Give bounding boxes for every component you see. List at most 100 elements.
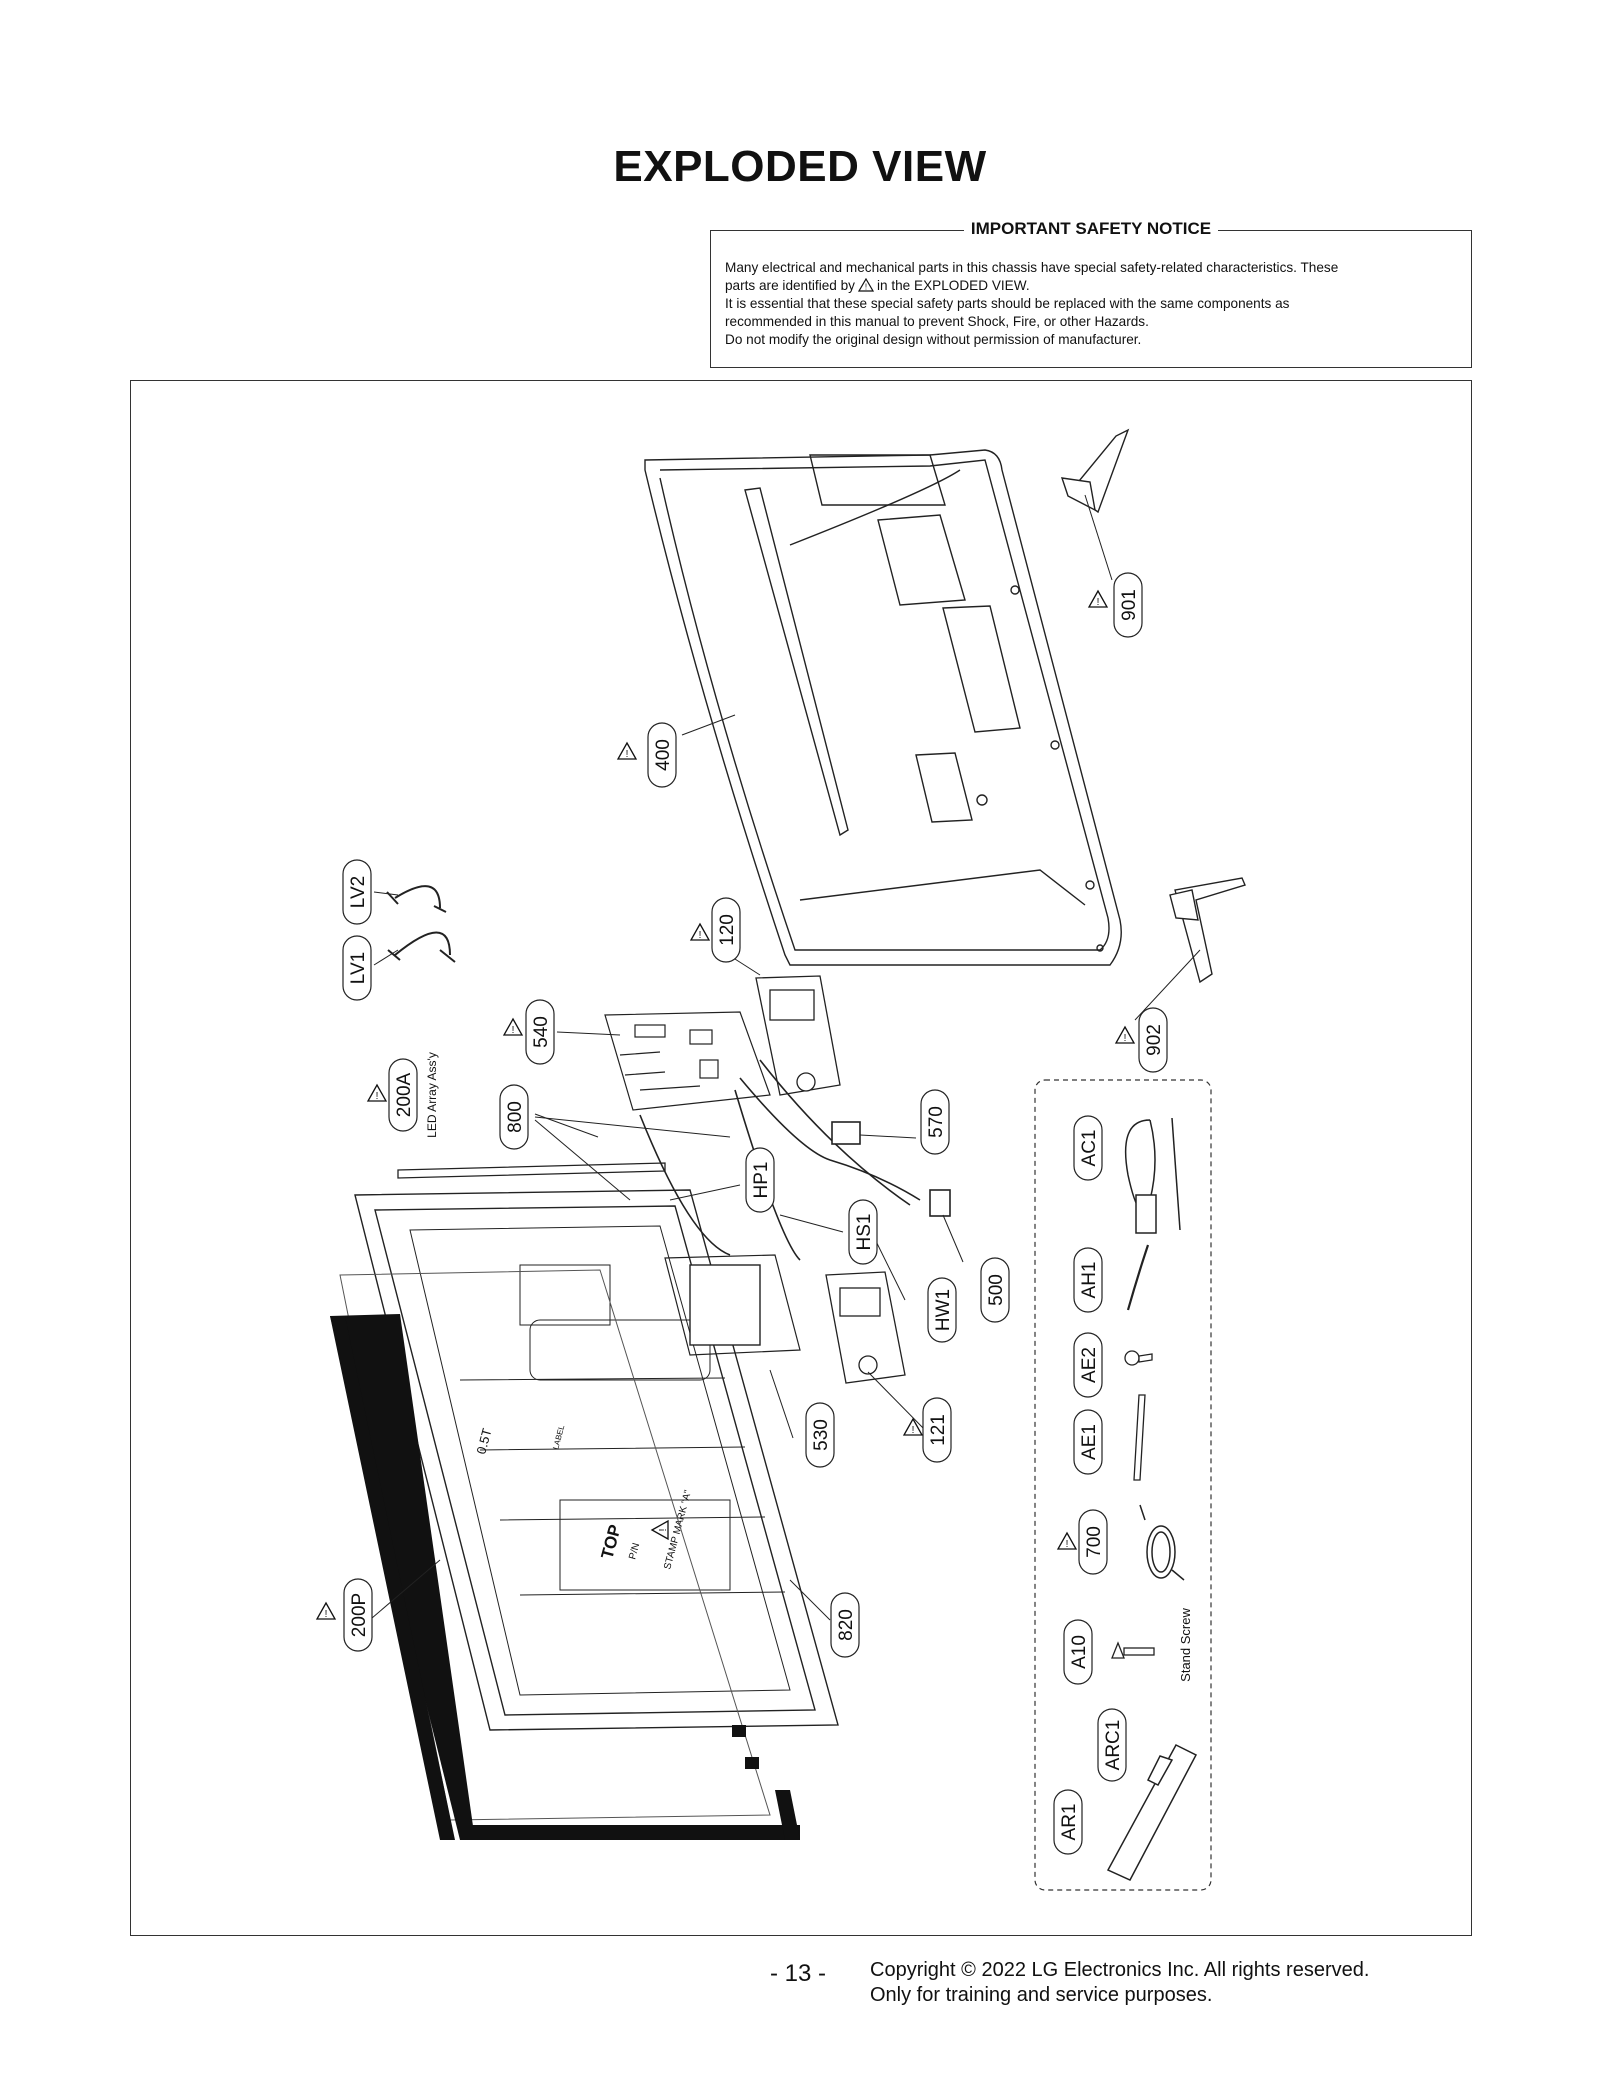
callout-AC1: AC1 — [1073, 1115, 1103, 1181]
warning-triangle-icon — [316, 590, 1135, 1621]
callout-HW1: HW1 — [927, 1277, 957, 1343]
safety-notice-text: Many electrical and mechanical parts in … — [725, 259, 1457, 349]
notice-line: It is essential that these special safet… — [725, 296, 1290, 311]
notice-line-part: in the EXPLODED VIEW. — [876, 278, 1030, 293]
callout-200A: 200A — [388, 1058, 418, 1132]
callout-902: 902 — [1138, 1007, 1168, 1073]
svg-text:121: 121 — [928, 1414, 949, 1446]
callout-AR1: AR1 — [1053, 1789, 1083, 1855]
callout-400: 400 — [647, 722, 677, 788]
callout-AE2: AE2 — [1073, 1332, 1103, 1398]
callout-700: 700 — [1078, 1509, 1108, 1575]
cable-holder-ah1 — [1126, 1244, 1150, 1311]
svg-text:AC1: AC1 — [1079, 1130, 1100, 1167]
notice-line: parts are identified by! in the EXPLODED … — [725, 277, 1457, 295]
callout-901: 901 — [1113, 572, 1143, 638]
copyright-line: Only for training and service purposes. — [870, 1984, 1213, 2006]
remote-control-ar1 — [1106, 1744, 1198, 1881]
cable-lv1 — [387, 931, 456, 963]
svg-text:A10: A10 — [1069, 1635, 1090, 1669]
callout-800: 800 — [499, 1084, 529, 1150]
copyright-line: Copyright © 2022 LG Electronics Inc. All… — [870, 1959, 1370, 1981]
svg-text:!: ! — [865, 283, 867, 292]
callout-ARC1: ARC1 — [1097, 1708, 1127, 1782]
silkscreen-thickness: 0.5T — [473, 1427, 494, 1456]
svg-text:LV1: LV1 — [348, 952, 369, 984]
callout-HS1: HS1 — [848, 1199, 878, 1265]
svg-text:HW1: HW1 — [933, 1289, 954, 1331]
callout-HP1: HP1 — [745, 1147, 775, 1213]
silkscreen-pn: P/N — [627, 1542, 642, 1561]
svg-text:AE2: AE2 — [1079, 1347, 1100, 1383]
callout-200P: 200P — [343, 1578, 373, 1652]
silkscreen-top: TOP — [598, 1523, 625, 1561]
svg-text:200P: 200P — [349, 1593, 370, 1637]
callout-LV2: LV2 — [342, 859, 372, 925]
speaker-120 — [755, 975, 841, 1096]
svg-text:HS1: HS1 — [854, 1214, 875, 1251]
callout-LV1: LV1 — [342, 935, 372, 1001]
silkscreen-label: LABEL — [551, 1424, 566, 1451]
svg-text:902: 902 — [1144, 1024, 1165, 1056]
back-cover — [644, 449, 1122, 966]
svg-text:500: 500 — [986, 1274, 1007, 1306]
svg-text:AR1: AR1 — [1059, 1804, 1080, 1841]
callout-820: 820 — [830, 1592, 860, 1658]
callout-530: 530 — [805, 1402, 835, 1468]
svg-text:Stand Screw: Stand Screw — [1178, 1608, 1193, 1682]
svg-text:LED Array Ass'y: LED Array Ass'y — [425, 1052, 439, 1138]
strip-ae1 — [1133, 1394, 1146, 1481]
accessories-box — [1034, 1079, 1212, 1891]
part-callouts: 901 902 400 120 540 200A LED Array Ass'y… — [342, 572, 1193, 1855]
svg-text:HP1: HP1 — [751, 1162, 772, 1199]
page-number: - 13 - — [770, 1960, 827, 1987]
notice-line: Do not modify the original design withou… — [725, 332, 1142, 347]
svg-text:AH1: AH1 — [1079, 1262, 1100, 1299]
svg-text:530: 530 — [811, 1419, 832, 1451]
display-panel — [330, 1269, 800, 1840]
cable-lv2 — [386, 885, 447, 913]
svg-text:400: 400 — [653, 739, 674, 771]
stand-foot-901 — [1060, 428, 1130, 514]
power-cord-ac1 — [1124, 1117, 1181, 1234]
svg-text:820: 820 — [836, 1609, 857, 1641]
svg-text:570: 570 — [926, 1106, 947, 1138]
led-array — [397, 1162, 666, 1179]
callout-120: 120 — [711, 897, 741, 963]
cables — [639, 1059, 951, 1261]
callout-121: 121 — [922, 1397, 952, 1463]
stand-foot-902 — [1169, 877, 1246, 984]
main-board — [604, 1011, 771, 1111]
power-board-530 — [664, 1254, 801, 1356]
svg-text:120: 120 — [717, 914, 738, 946]
callout-AH1: AH1 — [1073, 1247, 1103, 1313]
safety-notice-box: IMPORTANT SAFETY NOTICE Many electrical … — [710, 219, 1472, 368]
callout-200A-desc: LED Array Ass'y — [425, 1052, 439, 1138]
notice-line: recommended in this manual to prevent Sh… — [725, 314, 1149, 329]
cable-700 — [1139, 1504, 1185, 1581]
svg-text:800: 800 — [505, 1101, 526, 1133]
svg-text:200A: 200A — [394, 1072, 415, 1117]
notice-line: Many electrical and mechanical parts in … — [725, 260, 1339, 275]
callout-570: 570 — [920, 1089, 950, 1155]
safety-notice-heading: IMPORTANT SAFETY NOTICE — [963, 219, 1219, 238]
drawing-frame — [130, 380, 1472, 1936]
callout-AE1: AE1 — [1073, 1409, 1103, 1475]
svg-text:540: 540 — [531, 1016, 552, 1048]
warning-triangle-icon: ! — [857, 278, 874, 292]
svg-text:700: 700 — [1084, 1526, 1105, 1558]
svg-text:901: 901 — [1119, 589, 1140, 621]
copyright-notice: Copyright © 2022 LG Electronics Inc. All… — [870, 1958, 1369, 2008]
callout-A10: A10 — [1063, 1619, 1093, 1685]
callout-500: 500 — [980, 1257, 1010, 1323]
callout-540: 540 — [525, 999, 555, 1065]
leader-lines — [371, 494, 1201, 1621]
page-title: EXPLODED VIEW — [613, 142, 987, 191]
svg-text:LV2: LV2 — [348, 876, 369, 908]
notice-line-part: parts are identified by — [725, 278, 855, 293]
callout-A10-desc: Stand Screw — [1178, 1608, 1193, 1682]
speaker-121 — [825, 1271, 906, 1384]
svg-text:ARC1: ARC1 — [1103, 1720, 1124, 1771]
screw-ae2 — [1124, 1350, 1153, 1366]
